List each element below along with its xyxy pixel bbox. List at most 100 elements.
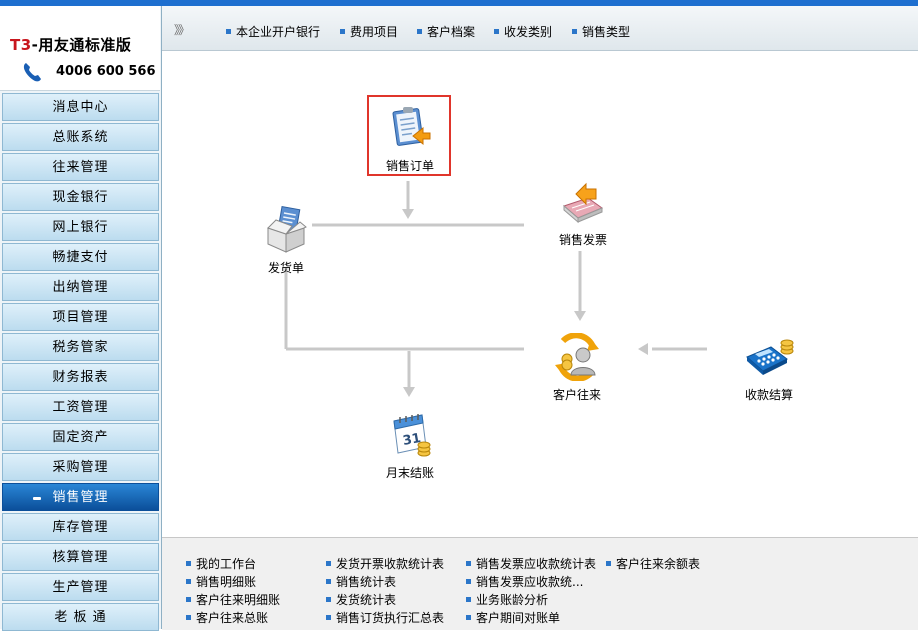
- toolbar-link-company-bank[interactable]: 本企业开户银行: [226, 23, 320, 40]
- bullet-icon: [186, 579, 191, 584]
- sidebar-item-online-bank[interactable]: 网上银行: [2, 213, 159, 241]
- support-phone-number: 4006 600 566: [56, 64, 156, 79]
- sidebar-item-label: 销售管理: [52, 490, 109, 505]
- bullet-icon: [326, 615, 331, 620]
- calendar-icon: 31: [393, 414, 431, 457]
- sidebar-item-label: 消息中心: [52, 100, 109, 115]
- link-invoice-receivable-stats[interactable]: 销售发票应收款统计表: [466, 555, 596, 572]
- toolbar-link-expense-items[interactable]: 费用项目: [340, 23, 398, 40]
- sidebar-item-sales[interactable]: 销售管理: [2, 483, 159, 511]
- link-customer-balance[interactable]: 客户往来余额表: [606, 555, 700, 572]
- shipping-box-icon: [267, 206, 307, 253]
- sidebar-item-tax[interactable]: 税务管家: [2, 333, 159, 361]
- flow-node-month-end-close[interactable]: 31 月末结账: [372, 411, 448, 481]
- link-customer-general-ledger[interactable]: 客户往来总账: [186, 609, 268, 626]
- logo-title-text: -用友通标准版: [31, 36, 132, 54]
- logo-title: T3-用友通标准版: [10, 34, 131, 55]
- link-aging-analysis[interactable]: 业务账龄分析: [466, 591, 548, 608]
- bullet-icon: [326, 597, 331, 602]
- svg-text:31: 31: [402, 431, 422, 449]
- flow-connectors: [284, 181, 707, 397]
- link-label: 客户往来总账: [196, 611, 269, 625]
- bullet-icon: [186, 615, 191, 620]
- selected-node-highlight: [367, 95, 451, 176]
- node-label: 销售发票: [558, 233, 607, 247]
- sidebar-item-label: 税务管家: [52, 340, 109, 355]
- bullet-icon: [186, 597, 191, 602]
- link-my-workbench[interactable]: 我的工作台: [186, 555, 256, 572]
- link-label: 客户往来余额表: [616, 557, 701, 571]
- node-label: 客户往来: [552, 388, 601, 402]
- link-label: 发货开票收款统计表: [336, 557, 445, 571]
- sidebar-item-general-ledger[interactable]: 总账系统: [2, 123, 159, 151]
- phone-icon: [23, 63, 41, 82]
- flow-node-payment-settlement[interactable]: 收款结算: [731, 333, 807, 403]
- link-shipment-invoice-collection-stats[interactable]: 发货开票收款统计表: [326, 555, 444, 572]
- sidebar-item-cashier[interactable]: 出纳管理: [2, 273, 159, 301]
- flow-node-delivery-note[interactable]: 发货单: [248, 206, 324, 276]
- sidebar-item-purchasing[interactable]: 采购管理: [2, 453, 159, 481]
- shortcut-toolbar: 》》 本企业开户银行 费用项目 客户档案 收发类别 销售类型: [162, 6, 918, 51]
- toolbar-link-receipt-types[interactable]: 收发类别: [494, 23, 552, 40]
- flow-node-customer-accounts[interactable]: 客户往来: [539, 332, 615, 403]
- sidebar-item-costing[interactable]: 核算管理: [2, 543, 159, 571]
- sidebar-item-fixed-assets[interactable]: 固定资产: [2, 423, 159, 451]
- toolbar-link-label: 收发类别: [504, 25, 553, 39]
- sidebar-item-label: 生产管理: [52, 580, 109, 595]
- sidebar-item-message-center[interactable]: 消息中心: [2, 93, 159, 121]
- bullet-icon: [226, 29, 231, 34]
- link-customer-period-statement[interactable]: 客户期间对账单: [466, 609, 560, 626]
- toolbar-link-label: 客户档案: [427, 25, 476, 39]
- link-invoice-receivable-stats-2[interactable]: 销售发票应收款统...: [466, 573, 583, 590]
- link-label: 业务账龄分析: [476, 593, 549, 607]
- bullet-icon: [466, 579, 471, 584]
- flow-node-sales-order[interactable]: 销售订单: [372, 106, 448, 174]
- link-label: 销售统计表: [336, 575, 397, 589]
- link-label: 销售明细账: [196, 575, 257, 589]
- link-customer-detail-ledger[interactable]: 客户往来明细账: [186, 591, 280, 608]
- link-sales-stats[interactable]: 销售统计表: [326, 573, 396, 590]
- top-title-bar: [0, 0, 918, 6]
- sidebar-item-cash-bank[interactable]: 现金银行: [2, 183, 159, 211]
- sidebar-item-production[interactable]: 生产管理: [2, 573, 159, 601]
- sidebar-item-receivables-payables[interactable]: 往来管理: [2, 153, 159, 181]
- sidebar-item-label: 出纳管理: [52, 280, 109, 295]
- sidebar-item-label: 畅捷支付: [52, 250, 109, 265]
- bullet-icon: [466, 561, 471, 566]
- sidebar-item-label: 老 板 通: [54, 610, 107, 625]
- bullet-icon: [326, 561, 331, 566]
- sidebar-item-quick-pay[interactable]: 畅捷支付: [2, 243, 159, 271]
- calculator-coins-icon: [746, 339, 794, 375]
- toolbar-link-sales-types[interactable]: 销售类型: [572, 23, 630, 40]
- arrow-month-end: [403, 387, 415, 397]
- sidebar-item-inventory[interactable]: 库存管理: [2, 513, 159, 541]
- sidebar-item-boss[interactable]: 老 板 通: [2, 603, 159, 631]
- bullet-icon: [466, 597, 471, 602]
- expand-arrows-icon[interactable]: 》》: [174, 23, 190, 37]
- link-label: 销售订货执行汇总表: [336, 611, 445, 625]
- arrow-order-down: [402, 209, 414, 219]
- toolbar-link-customer-records[interactable]: 客户档案: [417, 23, 475, 40]
- sidebar-item-projects[interactable]: 项目管理: [2, 303, 159, 331]
- link-label: 客户往来明细账: [196, 593, 281, 607]
- sidebar-item-label: 网上银行: [52, 220, 109, 235]
- bullet-icon: [340, 29, 345, 34]
- link-order-execution-summary[interactable]: 销售订货执行汇总表: [326, 609, 444, 626]
- link-sales-detail-ledger[interactable]: 销售明细账: [186, 573, 256, 590]
- sidebar-item-payroll[interactable]: 工资管理: [2, 393, 159, 421]
- sidebar-item-financial-reports[interactable]: 财务报表: [2, 363, 159, 391]
- sidebar-item-label: 固定资产: [52, 430, 109, 445]
- link-label: 发货统计表: [336, 593, 397, 607]
- sidebar-item-label: 采购管理: [52, 460, 109, 475]
- toolbar-link-label: 本企业开户银行: [236, 25, 321, 39]
- report-links-panel: 我的工作台 发货开票收款统计表 销售发票应收款统计表 客户往来余额表 销售明细账…: [162, 537, 918, 630]
- logo-brand: T3: [10, 36, 32, 54]
- flow-node-sales-invoice[interactable]: 销售发票: [545, 180, 621, 248]
- bullet-icon: [326, 579, 331, 584]
- node-label: 发货单: [267, 261, 304, 275]
- sidebar-item-label: 库存管理: [52, 520, 109, 535]
- link-shipment-stats[interactable]: 发货统计表: [326, 591, 396, 608]
- sidebar: T3-用友通标准版 4006 600 566 消息中心 总账系统 往来管理 现金…: [0, 6, 162, 631]
- sidebar-item-label: 工资管理: [52, 400, 109, 415]
- bullet-icon: [466, 615, 471, 620]
